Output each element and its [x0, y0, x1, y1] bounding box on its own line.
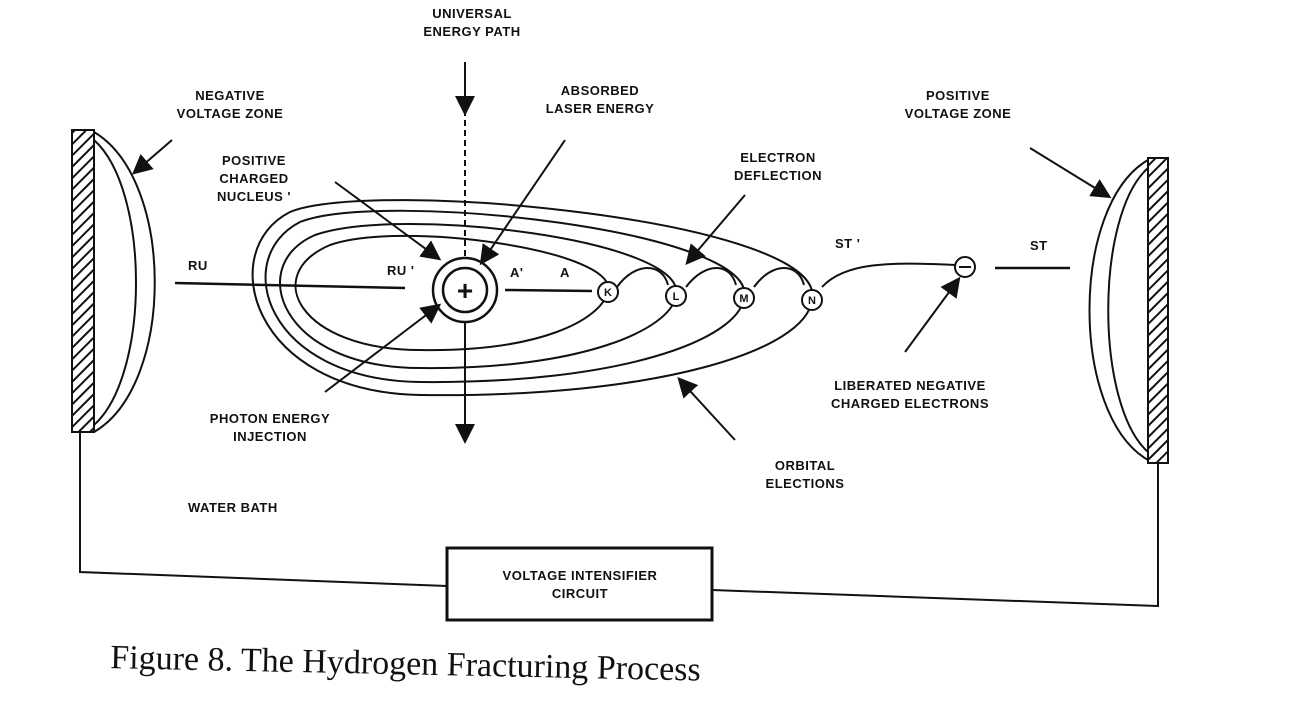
label-a-prime: A' — [510, 265, 523, 280]
label-st-prime: ST ' — [835, 236, 860, 251]
liberated-electron — [954, 256, 976, 278]
figure-caption: Figure 8. The Hydrogen Fracturing Proces… — [110, 639, 701, 688]
label-st: ST — [1030, 238, 1048, 253]
universal-path-label-1: UNIVERSAL — [432, 6, 512, 21]
circuit-box: VOLTAGE INTENSIFIER CIRCUIT — [445, 546, 714, 622]
label-ru: RU — [188, 258, 208, 273]
negative-electrode — [71, 129, 156, 433]
deflection-arcs — [616, 262, 956, 288]
liberated-electrons-label-1: LIBERATED NEGATIVE — [834, 378, 986, 393]
absorbed-laser-label-2: LASER ENERGY — [546, 101, 655, 116]
orbital-l: L — [673, 291, 680, 303]
orbital-m: M — [739, 293, 748, 305]
label-a: A — [560, 265, 570, 280]
orbital-n: N — [808, 295, 816, 307]
orbital-paths — [251, 199, 814, 397]
electron-deflection-label-1: ELECTRON — [740, 150, 816, 165]
positive-nucleus-label-3: NUCLEUS ' — [217, 189, 291, 204]
universal-path-label-2: ENERGY PATH — [423, 24, 520, 39]
circuit-label-1: VOLTAGE INTENSIFIER — [503, 568, 658, 583]
positive-zone-label-1: POSITIVE — [926, 88, 990, 103]
label-ru-prime: RU ' — [387, 263, 414, 278]
orbital-electrons: K L M N — [597, 281, 823, 311]
orbital-electrons-label-2: ELECTIONS — [766, 476, 845, 491]
positive-electrode — [1088, 157, 1169, 464]
photon-injection-label-1: PHOTON ENERGY — [210, 411, 330, 426]
absorbed-laser-label-1: ABSORBED — [561, 83, 639, 98]
positive-zone-label-2: VOLTAGE ZONE — [905, 106, 1012, 121]
energy-lines — [174, 266, 1070, 293]
positive-nucleus-label-1: POSITIVE — [222, 153, 286, 168]
liberated-electrons-label-2: CHARGED ELECTRONS — [831, 396, 989, 411]
positive-nucleus-label-2: CHARGED — [219, 171, 288, 186]
nucleus: + — [431, 256, 499, 324]
pointer-arrows — [131, 139, 1112, 441]
electron-deflection-label-2: DEFLECTION — [734, 168, 822, 183]
negative-zone-label-2: VOLTAGE ZONE — [177, 106, 284, 121]
negative-zone-label-1: NEGATIVE — [195, 88, 265, 103]
water-bath-label: WATER BATH — [188, 500, 278, 515]
circuit-label-2: CIRCUIT — [552, 586, 608, 601]
photon-injection-label-2: INJECTION — [233, 429, 307, 444]
circuit-wires — [79, 432, 1159, 608]
orbital-electrons-label-1: ORBITAL — [775, 458, 835, 473]
orbital-k: K — [604, 287, 612, 299]
nucleus-plus-sign: + — [457, 275, 473, 306]
